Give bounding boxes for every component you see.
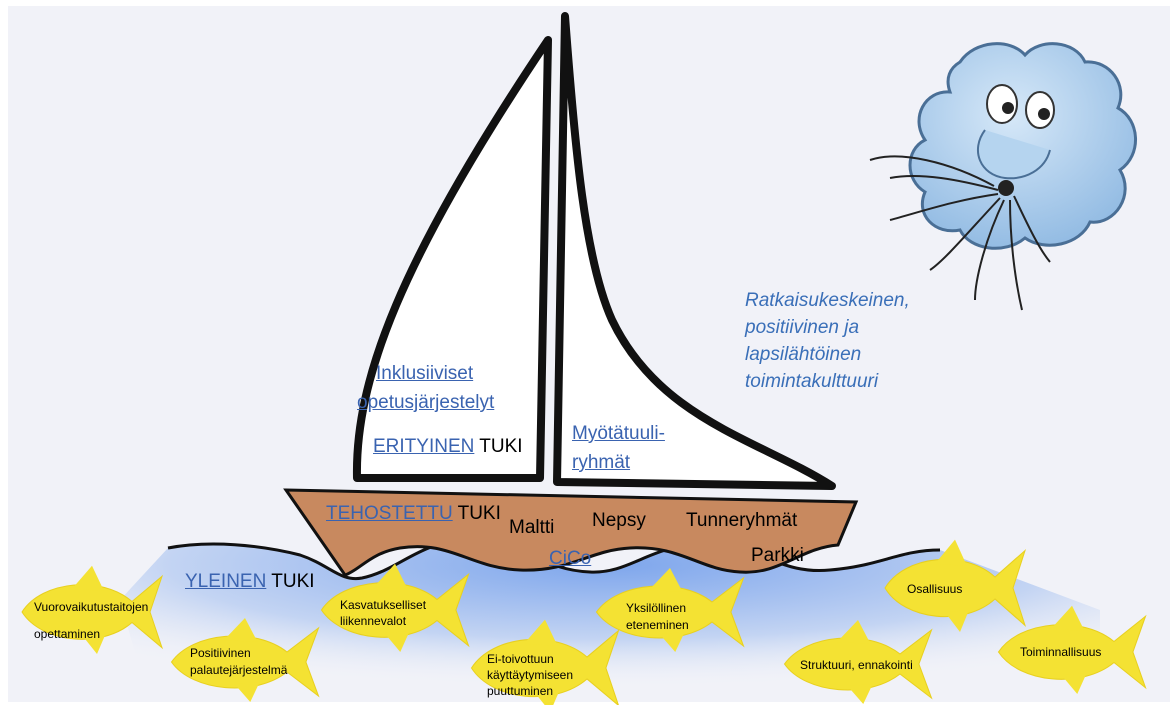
nepsy-label: Nepsy bbox=[592, 510, 646, 531]
fish-label-ei-toivottuun-1: Ei-toivottuun bbox=[487, 652, 554, 666]
wind-text-line2: positiivinen ja bbox=[745, 317, 860, 338]
fish-label-struktuuri: Struktuuri, ennakointi bbox=[800, 658, 913, 672]
fish-label-osallisuus: Osallisuus bbox=[907, 582, 963, 596]
fish-label-ei-toivottuun-2: käyttäytymiseen bbox=[487, 668, 574, 682]
maltti-label: Maltti bbox=[509, 517, 555, 538]
left-sail-title-line1: Inklusiiviset bbox=[376, 363, 474, 384]
right-sail-title-line2: ryhmät bbox=[572, 452, 631, 473]
cico-link[interactable]: CiCo bbox=[549, 548, 592, 569]
fish-label-ei-toivottuun-3: puuttuminen bbox=[487, 684, 554, 698]
fish-label-yksilollinen-1: Yksilöllinen bbox=[626, 601, 687, 615]
erityinen-link[interactable]: ERITYINEN bbox=[373, 436, 475, 457]
fish-label-positiivinen-2: palautejärjestelmä bbox=[190, 663, 288, 677]
fish-label-positiivinen-1: Positiivinen bbox=[190, 646, 251, 660]
wind-text-line3: lapsilähtöinen bbox=[745, 344, 862, 365]
cico-label: CiCo bbox=[549, 548, 591, 570]
wind-cloud-icon bbox=[869, 42, 1137, 311]
tunneryhmat-label: Tunneryhmät bbox=[686, 510, 798, 531]
yleinen-link[interactable]: YLEINEN bbox=[185, 571, 267, 592]
tehostettu-link[interactable]: TEHOSTETTU bbox=[326, 503, 453, 524]
fish-label-kasvatukselliset-1: Kasvatukselliset bbox=[340, 598, 427, 612]
fish-label-kasvatukselliset-2: liikennevalot bbox=[340, 614, 407, 628]
boat-hull bbox=[283, 488, 859, 577]
fish-label-vuorovaikutus-2: opettaminen bbox=[34, 627, 101, 641]
wind-text-line1: Ratkaisukeskeinen, bbox=[745, 290, 910, 311]
right-sail-title-line1: Myötätuuli- bbox=[572, 423, 665, 444]
fish-label-toiminnallisuus: Toiminnallisuus bbox=[1020, 645, 1102, 659]
wind-text-line4: toimintakulttuuri bbox=[745, 371, 879, 392]
erityinen-tuki-label: ERITYINEN TUKI bbox=[373, 436, 523, 457]
parkki-label: Parkki bbox=[751, 545, 804, 566]
tehostettu-tuki-label: TEHOSTETTU TUKI bbox=[326, 503, 501, 524]
fish-label-vuorovaikutus-1: Vuorovaikutustaitojen bbox=[34, 600, 149, 614]
left-sail-title-line2: opetusjärjestelyt bbox=[357, 392, 495, 413]
yleinen-tuki-label: YLEINEN TUKI bbox=[185, 571, 315, 592]
right-sail bbox=[553, 12, 836, 490]
fish-label-yksilollinen-2: eteneminen bbox=[626, 618, 689, 632]
left-sail bbox=[352, 36, 552, 482]
